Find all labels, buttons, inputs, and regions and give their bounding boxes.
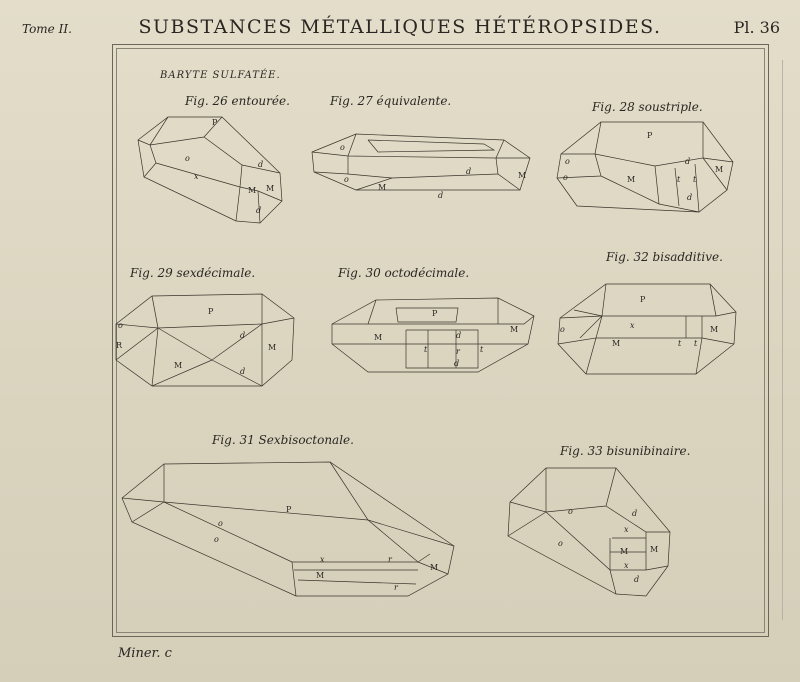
label-m: M bbox=[174, 361, 183, 370]
label-o: o bbox=[565, 157, 570, 166]
label-o: o bbox=[563, 173, 568, 182]
caption-fig-29: Fig. 29 sexdécimale. bbox=[130, 266, 256, 280]
label-o: o bbox=[558, 539, 563, 548]
label-d: d bbox=[632, 509, 638, 518]
label-r: r bbox=[394, 583, 398, 592]
label-o: o bbox=[118, 321, 123, 330]
label-m: M bbox=[650, 545, 659, 554]
label-m: M bbox=[518, 171, 527, 180]
label-d: d bbox=[240, 367, 246, 376]
label-d: d bbox=[438, 191, 444, 200]
label-r: r bbox=[456, 347, 460, 356]
label-o: o bbox=[568, 507, 573, 516]
label-m: M bbox=[378, 183, 387, 192]
label-t: t bbox=[424, 345, 428, 354]
label-m: M bbox=[715, 165, 724, 174]
caption-fig-28: Fig. 28 soustriple. bbox=[592, 100, 703, 114]
label-m: M bbox=[430, 563, 439, 572]
label-d: d bbox=[687, 193, 693, 202]
caption-fig-26: Fig. 26 entourée. bbox=[185, 94, 290, 108]
label-x: x bbox=[320, 555, 325, 564]
label-x: x bbox=[194, 172, 199, 181]
caption-fig-27: Fig. 27 équivalente. bbox=[330, 94, 452, 108]
label-p: P bbox=[647, 131, 653, 140]
label-p: P bbox=[286, 505, 292, 514]
caption-fig-33: Fig. 33 bisunibinaire. bbox=[560, 444, 691, 458]
label-t: t bbox=[678, 339, 682, 348]
label-d: d bbox=[454, 359, 460, 368]
figure-33-crystal: o d x o M M x d bbox=[506, 462, 676, 602]
label-p: P bbox=[640, 295, 646, 304]
label-d: d bbox=[256, 206, 262, 215]
label-m: M bbox=[627, 175, 636, 184]
label-o: o bbox=[185, 154, 190, 163]
label-m: M bbox=[710, 325, 719, 334]
label-x: x bbox=[624, 561, 629, 570]
label-m: M bbox=[268, 343, 277, 352]
label-d: d bbox=[258, 160, 264, 169]
page-gutter bbox=[782, 60, 783, 620]
label-m: M bbox=[266, 184, 275, 193]
label-p: P bbox=[208, 307, 214, 316]
label-o: o bbox=[560, 325, 565, 334]
label-d: d bbox=[685, 157, 691, 166]
figure-28-crystal: P o o d M M t t d bbox=[555, 118, 740, 218]
figure-27-crystal: o o M d d M bbox=[308, 128, 533, 208]
label-m: M bbox=[620, 547, 629, 556]
label-m: M bbox=[612, 339, 621, 348]
engraver-signature: Miner. c bbox=[118, 646, 172, 661]
figure-26-crystal: P o x d M M d bbox=[130, 115, 290, 230]
label-o: o bbox=[218, 519, 223, 528]
label-x: x bbox=[630, 321, 635, 330]
section-title: BARYTE SULFATÉE. bbox=[160, 70, 281, 81]
label-p: P bbox=[432, 309, 438, 318]
label-m: M bbox=[316, 571, 325, 580]
label-p: P bbox=[212, 118, 218, 127]
label-d: d bbox=[634, 575, 640, 584]
label-r: r bbox=[388, 555, 392, 564]
label-t: t bbox=[693, 175, 697, 184]
label-o: o bbox=[214, 535, 219, 544]
plate-title: SUBSTANCES MÉTALLIQUES HÉTÉROPSIDES. bbox=[138, 16, 662, 38]
caption-fig-31: Fig. 31 Sexbisoctonale. bbox=[212, 433, 354, 447]
label-d: d bbox=[456, 331, 462, 340]
figure-30-crystal: P d M M t r t d bbox=[328, 296, 538, 376]
label-m: M bbox=[510, 325, 519, 334]
label-x: x bbox=[624, 525, 629, 534]
caption-fig-30: Fig. 30 octodécimale. bbox=[338, 266, 470, 280]
plate-frame-inner bbox=[116, 48, 765, 633]
figure-32-crystal: P x o M M t t bbox=[556, 280, 741, 380]
label-t: t bbox=[694, 339, 698, 348]
plate-number: Pl. 36 bbox=[733, 18, 780, 37]
label-m: M bbox=[248, 186, 257, 195]
label-r: R bbox=[116, 341, 123, 350]
label-d: d bbox=[240, 331, 246, 340]
label-m: M bbox=[374, 333, 383, 342]
label-o: o bbox=[340, 143, 345, 152]
label-d: d bbox=[466, 167, 472, 176]
label-t: t bbox=[480, 345, 484, 354]
tome-label: Tome II. bbox=[22, 22, 72, 36]
figure-29-crystal: P o R d M M d bbox=[112, 288, 302, 393]
label-t: t bbox=[677, 175, 681, 184]
plate-frame bbox=[112, 44, 769, 637]
figure-31-crystal: P o o x r M M r bbox=[118, 458, 458, 600]
caption-fig-32: Fig. 32 bisadditive. bbox=[606, 250, 723, 264]
label-o: o bbox=[344, 175, 349, 184]
